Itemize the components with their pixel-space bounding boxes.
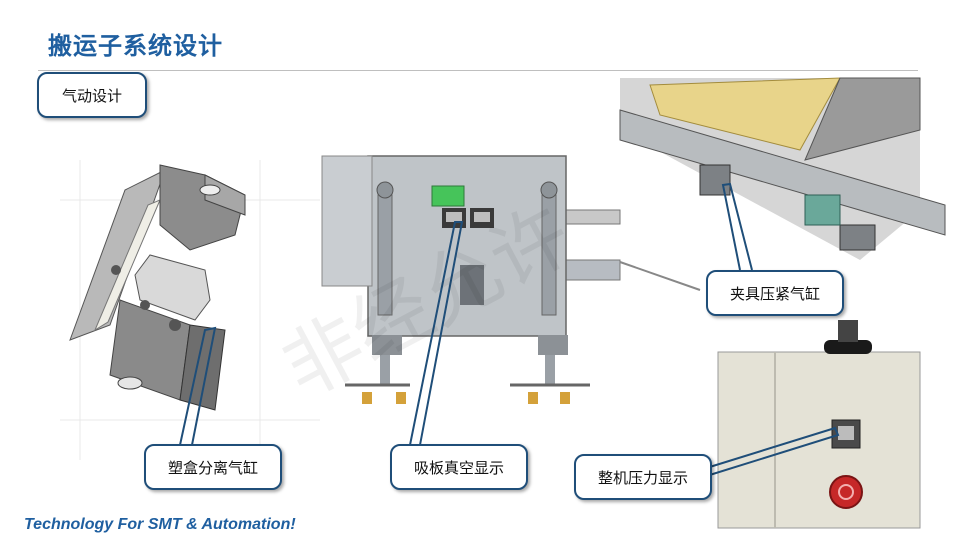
slide-title: 搬运子系统设计 <box>48 32 223 60</box>
section-label-pneumatic-design: 气动设计 <box>37 72 147 118</box>
plastic-box-cylinder-image <box>69 164 246 411</box>
callout-suction-vacuum-display: 吸板真空显示 <box>390 444 528 490</box>
callout-plastic-box-separation-cylinder: 塑盒分离气缸 <box>144 444 282 490</box>
callout-machine-pressure-display: 整机压力显示 <box>574 454 712 500</box>
suction-board-image <box>321 155 621 404</box>
callout-fixture-clamp-cylinder: 夹具压紧气缸 <box>706 270 844 316</box>
machine-cabinet-image <box>717 320 921 529</box>
leader-lines <box>179 182 840 479</box>
title-divider <box>38 70 918 71</box>
footer-tagline: Technology For SMT & Automation! <box>24 516 296 533</box>
fixture-clamp-image <box>619 77 946 291</box>
